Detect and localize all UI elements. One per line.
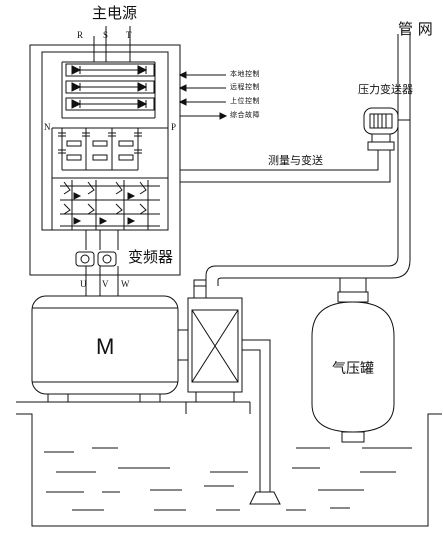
dc-bus bbox=[51, 127, 169, 230]
motor-label: M bbox=[96, 334, 115, 359]
bus-n-label: N bbox=[44, 122, 51, 132]
inverter-label: 变频器 bbox=[128, 248, 174, 266]
measure-signal-line bbox=[180, 150, 391, 183]
discharge-pipe bbox=[205, 34, 411, 292]
pump bbox=[186, 279, 250, 403]
phase-r-label: R bbox=[77, 30, 84, 40]
rectifier-bridge bbox=[61, 61, 156, 119]
capacitor-network bbox=[58, 128, 142, 171]
pipe-network-label: 管 网 bbox=[398, 20, 433, 38]
igbt-bridge bbox=[60, 180, 160, 230]
pressure-transmitter bbox=[363, 107, 410, 151]
signal-upper-label: 上位控制 bbox=[230, 97, 260, 105]
phase-s-label: S bbox=[103, 30, 109, 40]
inverter-cabinet bbox=[29, 44, 181, 276]
signal-remote-label: 远程控制 bbox=[230, 83, 260, 91]
suction-pipe bbox=[242, 339, 281, 505]
pressure-tank bbox=[311, 291, 395, 443]
output-u-label: U bbox=[80, 279, 87, 289]
main-power-label: 主电源 bbox=[92, 4, 138, 22]
pressure-transmitter-label: 压力变送器 bbox=[358, 83, 413, 96]
bus-p-label: P bbox=[171, 122, 177, 132]
signal-local-label: 本地控制 bbox=[230, 70, 260, 78]
power-input-lines bbox=[93, 26, 131, 62]
motor bbox=[16, 295, 189, 403]
measure-transmit-label: 测量与变送 bbox=[268, 154, 323, 167]
control-signal-arrows bbox=[178, 71, 228, 120]
water-ripples bbox=[44, 447, 412, 511]
output-w-label: W bbox=[121, 279, 130, 289]
output-terminals bbox=[75, 230, 119, 296]
signal-fault-label: 综合故障 bbox=[230, 111, 260, 119]
tank-label: 气压罐 bbox=[332, 361, 374, 377]
water-reservoir bbox=[16, 402, 442, 527]
phase-t-label: T bbox=[126, 30, 132, 40]
output-v-label: V bbox=[102, 279, 109, 289]
